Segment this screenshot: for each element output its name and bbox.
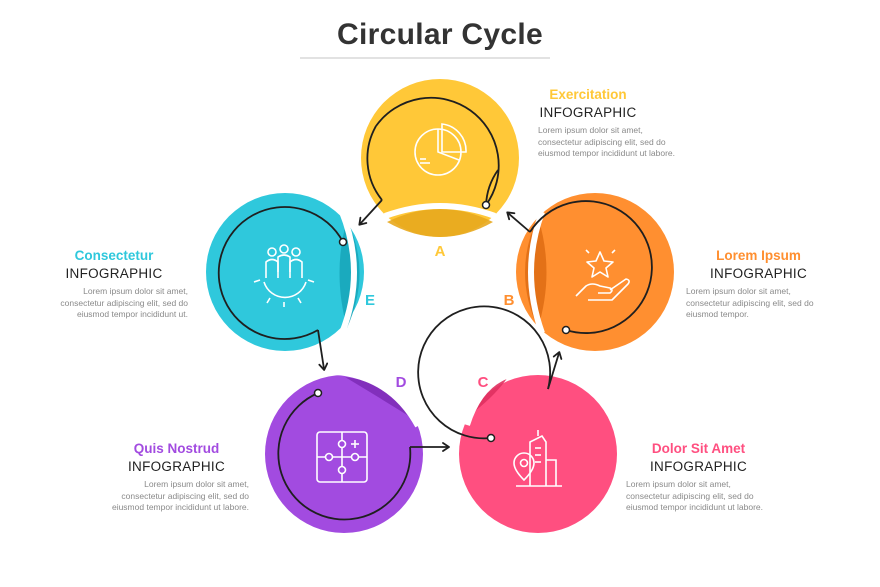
step-e-text: Consectetur INFOGRAPHIC Lorem ipsum dolo… <box>40 248 188 321</box>
step-c-letter: C <box>478 374 489 391</box>
page-title: Circular Cycle <box>337 18 543 51</box>
step-d-subheading: INFOGRAPHIC <box>127 459 226 474</box>
step-b-heading: Lorem Ipsum <box>716 248 801 263</box>
step-d-body: Lorem ipsum dolor sit amet, consectetur … <box>111 479 249 512</box>
step-c-body: Lorem ipsum dolor sit amet, consectetur … <box>626 479 764 512</box>
step-e-letter: E <box>365 292 375 309</box>
step-c-text: Dolor Sit Amet INFOGRAPHIC Lorem ipsum d… <box>626 441 771 514</box>
step-e-subheading: INFOGRAPHIC <box>65 266 163 281</box>
puzzle-icon <box>316 431 368 483</box>
step-b-text: Lorem Ipsum INFOGRAPHIC Lorem ipsum dolo… <box>686 248 831 321</box>
step-c-heading: Dolor Sit Amet <box>651 441 746 456</box>
step-e-heading: Consectetur <box>74 248 154 263</box>
step-d-text: Quis Nostrud INFOGRAPHIC Lorem ipsum dol… <box>104 441 249 514</box>
star-hand-icon <box>575 249 630 301</box>
step-c-circle <box>417 305 617 533</box>
step-e-body: Lorem ipsum dolor sit amet, consectetur … <box>60 286 188 319</box>
step-a-letter: A <box>435 243 446 260</box>
step-a-body: Lorem ipsum dolor sit amet, consectetur … <box>538 125 676 158</box>
step-e-circle <box>206 193 364 371</box>
step-b-body: Lorem ipsum dolor sit amet, consectetur … <box>686 286 814 319</box>
team-gear-icon <box>253 244 315 307</box>
step-b-letter: B <box>504 292 515 309</box>
step-d-letter: D <box>396 374 407 391</box>
step-b-circle <box>506 193 674 351</box>
pie-chart-icon <box>414 123 467 176</box>
step-a-text: Exercitation INFOGRAPHIC Lorem ipsum dol… <box>498 87 678 160</box>
city-location-icon <box>513 430 562 487</box>
step-a-heading: Exercitation <box>549 87 627 102</box>
step-a-subheading: INFOGRAPHIC <box>539 105 637 120</box>
step-d-heading: Quis Nostrud <box>133 441 220 456</box>
step-d-circle <box>265 369 450 533</box>
step-c-subheading: INFOGRAPHIC <box>649 459 748 474</box>
step-b-subheading: INFOGRAPHIC <box>709 266 808 281</box>
step-a-circle <box>361 79 519 237</box>
title-underline <box>300 57 550 59</box>
